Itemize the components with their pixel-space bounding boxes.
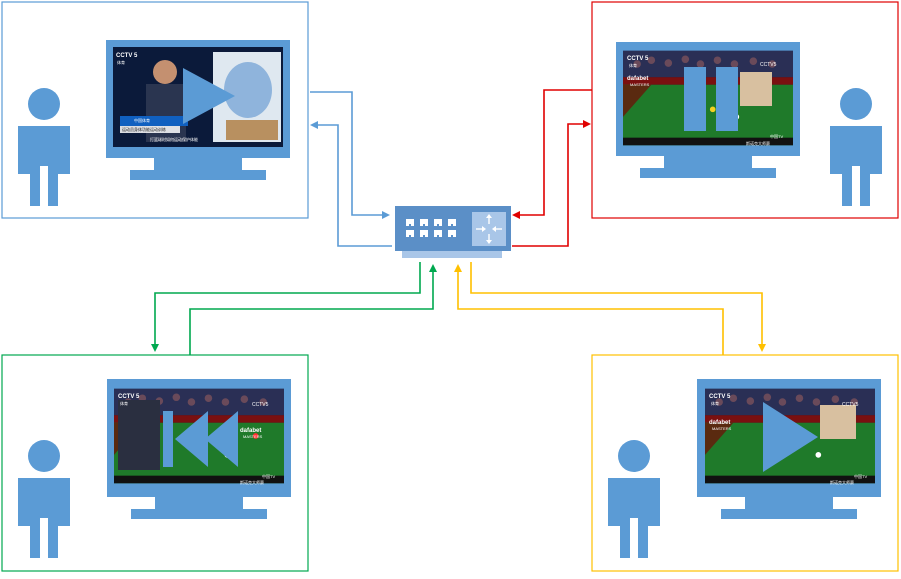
channel-logo: CCTV 5: [116, 53, 138, 59]
client-frame-blue: [1, 1, 309, 219]
tv-monitor: CCTV 5 体育 dafabet MASTERS CCTV5 中国TV 斯诺克…: [697, 379, 881, 519]
connector-red-from-hub: [512, 120, 591, 247]
client-top-left: CCTV 5 体育 中国体育 运动员身体功能运动训练 打篮球时如何运动保护体能: [1, 1, 309, 219]
rewind-icon[interactable]: [163, 411, 238, 467]
tv-monitor: CCTV 5 体育 dafabet MASTERS CCTV5 中国TV 斯诺克…: [616, 42, 800, 178]
client-top-right: CCTV 5 体育 dafabet MASTERS CCTV5 中国TV 斯诺克…: [591, 1, 899, 219]
play-icon[interactable]: [183, 68, 235, 124]
channel-watermark: CCTV5: [842, 402, 859, 408]
tv-screen: CCTV 5 体育 中国体育 运动员身体功能运动训练 打篮球时如何运动保护体能: [113, 47, 283, 147]
sponsor-logo: dafabet: [627, 76, 648, 82]
tv-monitor: CCTV 5 体育 dafabet MASTERS CCTV5 中国TV 斯诺克…: [107, 379, 291, 519]
network-switch-icon: [395, 206, 511, 258]
connector-red-to-hub: [512, 89, 592, 219]
screen-ticker: 中国TV: [262, 473, 275, 479]
client-frame-yellow: [591, 354, 899, 572]
screen-ticker: 中国TV: [854, 473, 867, 479]
connector-green-to-hub: [189, 264, 437, 355]
tv-monitor: CCTV 5 体育 中国体育 运动员身体功能运动训练 打篮球时如何运动保护体能: [106, 40, 290, 180]
user-silhouette-icon: [608, 440, 660, 558]
channel-sub: 体育: [120, 400, 128, 406]
channel-logo: CCTV 5: [627, 56, 649, 62]
connector-blue-from-hub: [310, 121, 392, 247]
connectors: [151, 89, 766, 355]
channel-watermark: CCTV5: [760, 62, 777, 68]
channel-logo: CCTV 5: [709, 394, 731, 400]
sponsor-sub: MASTERS: [630, 82, 650, 87]
client-frame-red: [591, 1, 899, 219]
four-way-arrows-icon: [472, 212, 506, 246]
screen-subtitle: 打篮球时如何运动保护体能: [150, 136, 198, 142]
screen-bottom-bar: 斯诺克大师赛: [746, 140, 770, 146]
channel-watermark: CCTV5: [252, 402, 269, 408]
sponsor-logo: dafabet: [709, 420, 730, 426]
tv-screen: CCTV 5 体育 dafabet MASTERS CCTV5 中国TV 斯诺克…: [705, 388, 875, 485]
sponsor-sub: MASTERS: [712, 426, 732, 431]
sponsor-sub: MASTERS: [243, 434, 263, 439]
pause-icon[interactable]: [684, 67, 738, 131]
screen-bottom-bar: 斯诺克大师赛: [830, 479, 854, 485]
screen-ticker: 中国TV: [770, 133, 783, 139]
user-silhouette-icon: [18, 440, 70, 558]
channel-sub: 体育: [711, 400, 719, 406]
play-icon[interactable]: [763, 402, 818, 472]
screen-caption: 中国体育: [134, 117, 150, 123]
tv-screen: CCTV 5 体育 dafabet MASTERS CCTV5 中国TV 斯诺克…: [114, 388, 284, 485]
user-silhouette-icon: [18, 88, 70, 206]
screen-caption-2: 运动员身体功能运动训练: [122, 126, 166, 132]
connector-blue-to-hub: [310, 91, 390, 219]
client-bottom-right: CCTV 5 体育 dafabet MASTERS CCTV5 中国TV 斯诺克…: [591, 354, 899, 572]
screen-bottom-bar: 斯诺克大师赛: [240, 479, 264, 485]
connector-yellow-to-hub: [454, 264, 724, 355]
user-silhouette-icon: [830, 88, 882, 206]
tv-screen: CCTV 5 体育 dafabet MASTERS CCTV5 中国TV 斯诺克…: [623, 50, 793, 146]
connector-yellow-from-hub: [470, 262, 766, 352]
client-frame-green: [1, 354, 309, 572]
sponsor-logo: dafabet: [240, 428, 261, 434]
switch-ports: [406, 219, 456, 237]
channel-sub: 体育: [117, 59, 125, 65]
connector-green-from-hub: [151, 262, 421, 352]
client-bottom-left: CCTV 5 体育 dafabet MASTERS CCTV5 中国TV 斯诺克…: [1, 354, 309, 572]
channel-sub: 体育: [629, 62, 637, 68]
channel-logo: CCTV 5: [118, 394, 140, 400]
